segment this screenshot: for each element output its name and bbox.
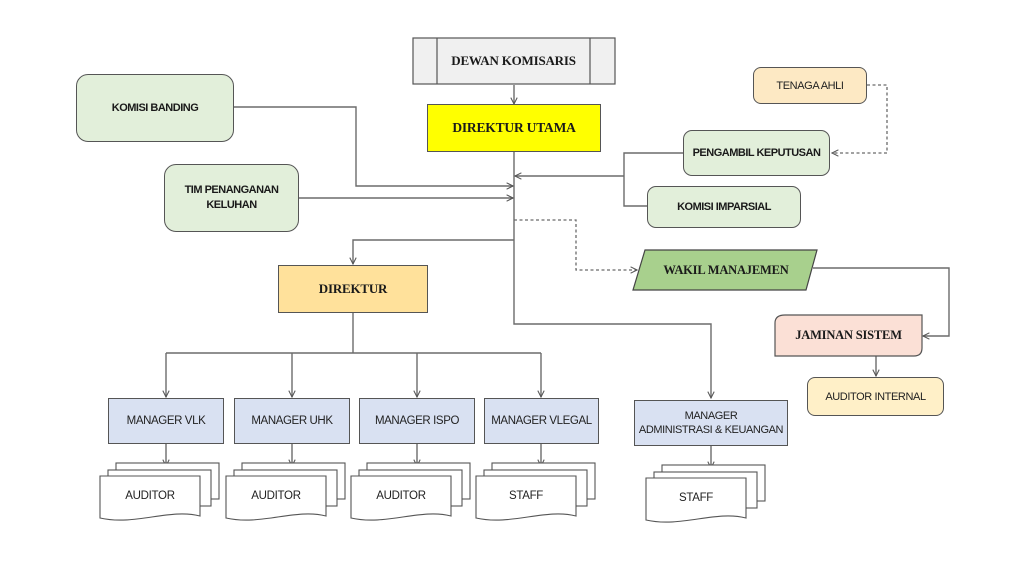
tim-penanganan-label-line1: TIM PENANGANAN xyxy=(184,184,279,196)
manager-vlk-node: MANAGER VLK xyxy=(108,398,224,444)
connector-wakil-to-jaminan xyxy=(813,267,950,336)
doc-page-front xyxy=(350,475,452,521)
komisi-imparsial-node: KOMISI IMPARSIAL xyxy=(647,186,801,228)
tenaga-ahli-node: TENAGA AHLI xyxy=(753,67,867,104)
doc-page-front xyxy=(645,477,747,523)
direktur-node: DIREKTUR xyxy=(278,265,428,313)
manager-uhk-node: MANAGER UHK xyxy=(234,398,350,444)
staff-uhk-doc-shape xyxy=(225,462,346,521)
staff-ispo-doc-shape xyxy=(350,462,471,521)
staff-ispo-label: AUDITOR xyxy=(376,490,426,502)
dewan-komisaris-label: DEWAN KOMISARIS xyxy=(451,53,576,68)
manager-administrasi-keuangan-node: MANAGER ADMINISTRASI & KEUANGAN xyxy=(634,400,788,446)
pengambil-keputusan-node: PENGAMBIL KEPUTUSAN xyxy=(683,130,830,176)
jaminan-sistem-label: JAMINAN SISTEM xyxy=(795,328,902,342)
staff-vlk-doc-shape xyxy=(99,462,220,521)
wakil-manajemen-shape xyxy=(632,249,818,291)
komisi-banding-node: KOMISI BANDING xyxy=(76,74,234,142)
manager-ispo-node: MANAGER ISPO xyxy=(359,398,475,444)
wakil-manajemen-label: WAKIL MANAJEMEN xyxy=(663,262,789,277)
direktur-utama-node: DIREKTUR UTAMA xyxy=(427,104,601,152)
auditor-internal-node: AUDITOR INTERNAL xyxy=(807,377,944,416)
manager-admin-label-line1: MANAGER xyxy=(684,410,738,422)
staff-uhk-label: AUDITOR xyxy=(251,490,301,502)
connector-tenaga-to-pengambil-dashed xyxy=(832,84,888,153)
staff-vlegal-label: STAFF xyxy=(508,490,544,502)
doc-page-front xyxy=(99,475,201,521)
doc-page-front xyxy=(225,475,327,521)
tim-penanganan-keluhan-node: TIM PENANGANAN KELUHAN xyxy=(164,164,299,232)
connector-pengambil-bracket xyxy=(623,152,683,207)
staff-vlk-label: AUDITOR xyxy=(125,490,175,502)
manager-admin-label-line2: ADMINISTRASI & KEUANGAN xyxy=(638,424,784,436)
staff-admin-label: STAFF xyxy=(678,492,714,504)
jaminan-sistem-shape xyxy=(774,314,923,357)
tim-penanganan-label-line2: KELUHAN xyxy=(206,199,257,211)
connector-main-spine xyxy=(513,152,711,398)
manager-vlegal-node: MANAGER VLEGAL xyxy=(484,398,599,444)
staff-vlegal-doc-shape xyxy=(475,462,596,521)
connector-spine-to-direktur xyxy=(353,239,514,264)
doc-page-front xyxy=(475,475,577,521)
staff-admin-doc-shape xyxy=(645,464,766,523)
connector-komisi-banding xyxy=(234,106,513,186)
dewan-komisaris-node xyxy=(412,37,616,85)
connector-spine-to-wakil-dashed xyxy=(514,219,637,270)
